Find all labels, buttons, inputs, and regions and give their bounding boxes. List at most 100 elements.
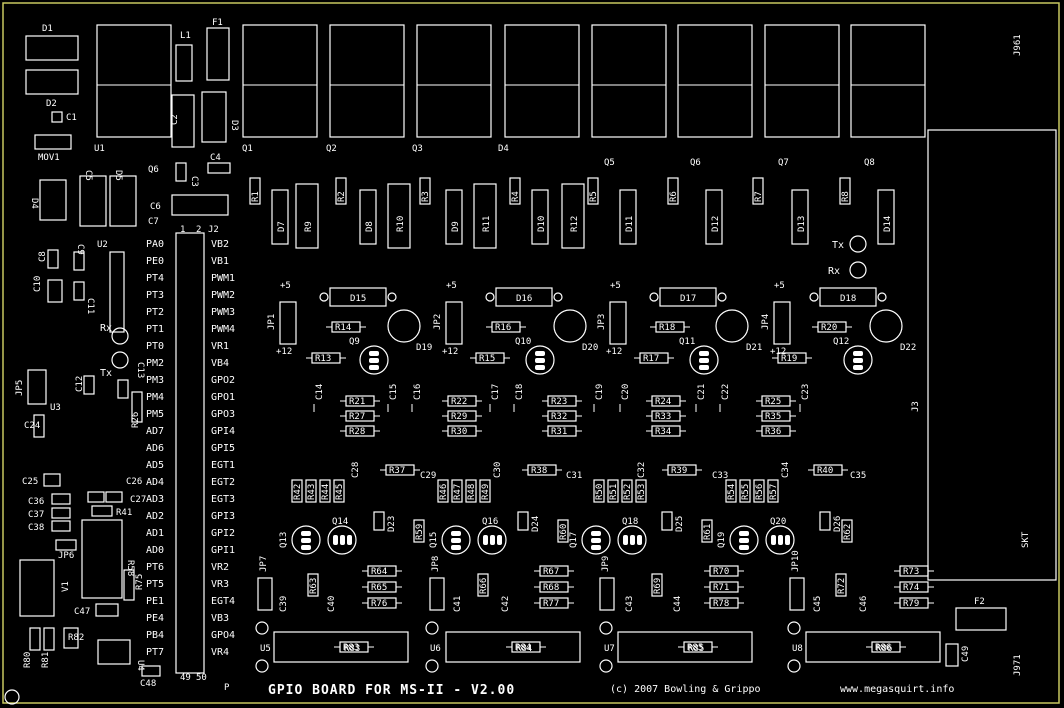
u-low-pad-a bbox=[787, 621, 801, 635]
label-skt: SKT bbox=[1021, 531, 1031, 548]
vres-3-2 bbox=[753, 479, 765, 503]
res-top2-2 bbox=[473, 183, 497, 249]
diode-mid-pad bbox=[319, 292, 329, 302]
label-j2: J2 bbox=[208, 225, 219, 235]
label-j3: J3 bbox=[911, 401, 921, 412]
res-col3-2-1-label: R71 bbox=[713, 583, 729, 593]
cap-row2-label-7: C35 bbox=[850, 471, 866, 481]
label-u2: U2 bbox=[97, 240, 108, 250]
pin-num-50: 50 bbox=[196, 673, 207, 683]
jumper-label-1: JP2 bbox=[433, 314, 443, 330]
pin-label-left-11: AD7 bbox=[146, 426, 164, 437]
res-grid-1-0-label: R22 bbox=[451, 397, 467, 407]
pin-label-left-7: PM2 bbox=[146, 358, 164, 369]
jumper-low-0 bbox=[257, 577, 273, 611]
res-mid-b-1-label: R16 bbox=[495, 323, 511, 333]
big-cap-0 bbox=[387, 309, 421, 343]
cap-c10 bbox=[47, 279, 63, 303]
top-q-label-0: Q5 bbox=[604, 158, 615, 168]
diode-d2 bbox=[25, 69, 79, 95]
label-u4: U4 bbox=[135, 660, 145, 671]
transistor-low-a-0 bbox=[291, 525, 321, 555]
transistor-low-b-3-pad bbox=[785, 535, 790, 545]
res-col3-3-1-label: R74 bbox=[903, 583, 919, 593]
u-low-pad-a bbox=[425, 621, 439, 635]
res-grid-4-1-label: R35 bbox=[765, 412, 781, 422]
transistor-low-a-0-pad bbox=[301, 545, 311, 550]
label-c49: C49 bbox=[961, 646, 971, 662]
plus5-2: +5 bbox=[610, 281, 621, 291]
pin-label-right-21: EGT4 bbox=[211, 596, 235, 607]
label-f1: F1 bbox=[212, 18, 223, 28]
cap-c12 bbox=[83, 375, 95, 395]
vres-0-0 bbox=[291, 479, 303, 503]
label-r82: R82 bbox=[68, 633, 84, 643]
label-d5: D5 bbox=[113, 170, 123, 181]
d-mid-label-0: D19 bbox=[416, 343, 432, 353]
cap-c37 bbox=[51, 507, 71, 519]
res-top-4-label: R5 bbox=[589, 191, 599, 202]
res-big-label-2: R85 bbox=[688, 644, 704, 654]
res-col3-3-0-label: R73 bbox=[903, 567, 919, 577]
pin-num-1: 1 bbox=[180, 225, 185, 235]
cap-row-label-7: C21 bbox=[697, 384, 707, 400]
ic-u4 bbox=[97, 639, 131, 665]
vres-2-0 bbox=[593, 479, 605, 503]
cap-c4 bbox=[207, 162, 231, 174]
transistor-low-a-0-pad bbox=[301, 531, 311, 536]
res-big-label-1: R84 bbox=[516, 644, 532, 654]
cap-low-label-2: C41 bbox=[453, 596, 463, 612]
diode-top-label-6: D13 bbox=[797, 216, 807, 232]
vres-3-3-label: R57 bbox=[769, 484, 779, 500]
pin-label-right-4: PWM3 bbox=[211, 307, 235, 318]
res-big-3 bbox=[805, 631, 941, 663]
top-block-5 bbox=[591, 24, 667, 138]
cap-low-label-7: C46 bbox=[859, 596, 869, 612]
u-low-pad-b bbox=[787, 659, 801, 673]
cap-row-label-1: C15 bbox=[389, 384, 399, 400]
pin-label-left-8: PM3 bbox=[146, 375, 164, 386]
plus12-0: +12 bbox=[276, 347, 292, 357]
cap-row-label-5: C19 bbox=[595, 384, 605, 400]
cap-c9 bbox=[73, 251, 85, 271]
pin-label-right-11: GPI4 bbox=[211, 426, 235, 437]
vres-3-2-label: R56 bbox=[755, 484, 765, 500]
pin-num-2: 2 bbox=[196, 225, 201, 235]
vres-0-1-label: R43 bbox=[307, 484, 317, 500]
res-mid-a-3-label: R19 bbox=[781, 354, 797, 364]
top-block-2 bbox=[329, 24, 405, 138]
label-u3: U3 bbox=[50, 403, 61, 413]
pin-label-left-9: PM4 bbox=[146, 392, 164, 403]
diode-mid-0 bbox=[329, 287, 387, 307]
res-mid-a-2-label: R17 bbox=[643, 354, 659, 364]
vres-2-0-label: R50 bbox=[595, 484, 605, 500]
res-row2-1-label: R38 bbox=[531, 466, 547, 476]
label-j961: J961 bbox=[1013, 34, 1023, 56]
cap-row-label-8: C22 bbox=[721, 384, 731, 400]
res-big-inner-0-label: R83 bbox=[343, 643, 359, 653]
rx-pad bbox=[111, 327, 129, 345]
transistor-low-b-3 bbox=[765, 525, 795, 555]
transistor-mid-2-pad bbox=[699, 365, 709, 370]
transistor-low-b-2-pad bbox=[630, 535, 635, 545]
transistor-low-b-3-pad bbox=[778, 535, 783, 545]
cap-c1 bbox=[51, 111, 63, 123]
vres-0-1 bbox=[305, 479, 317, 503]
jumper-jp5 bbox=[27, 369, 47, 405]
label-c24: C24 bbox=[24, 421, 40, 431]
res-mid-a-1-label: R15 bbox=[479, 354, 495, 364]
label-c3: C3 bbox=[189, 176, 199, 187]
fuse-f2 bbox=[955, 607, 1007, 631]
res-r41 bbox=[91, 505, 113, 517]
diode-d3 bbox=[201, 91, 227, 143]
q-low-label-a-2: Q17 bbox=[569, 532, 579, 548]
res-top2-label-3: R12 bbox=[570, 216, 580, 232]
res-grid-1-2-label: R30 bbox=[451, 427, 467, 437]
pin-label-right-14: EGT2 bbox=[211, 477, 235, 488]
jumper-low-2 bbox=[599, 577, 615, 611]
pin-label-right-10: GPO3 bbox=[211, 409, 235, 420]
q-mid-label-2: Q11 bbox=[679, 337, 695, 347]
q-low-label-b-3: Q20 bbox=[770, 517, 786, 527]
label-c47: C47 bbox=[74, 607, 90, 617]
